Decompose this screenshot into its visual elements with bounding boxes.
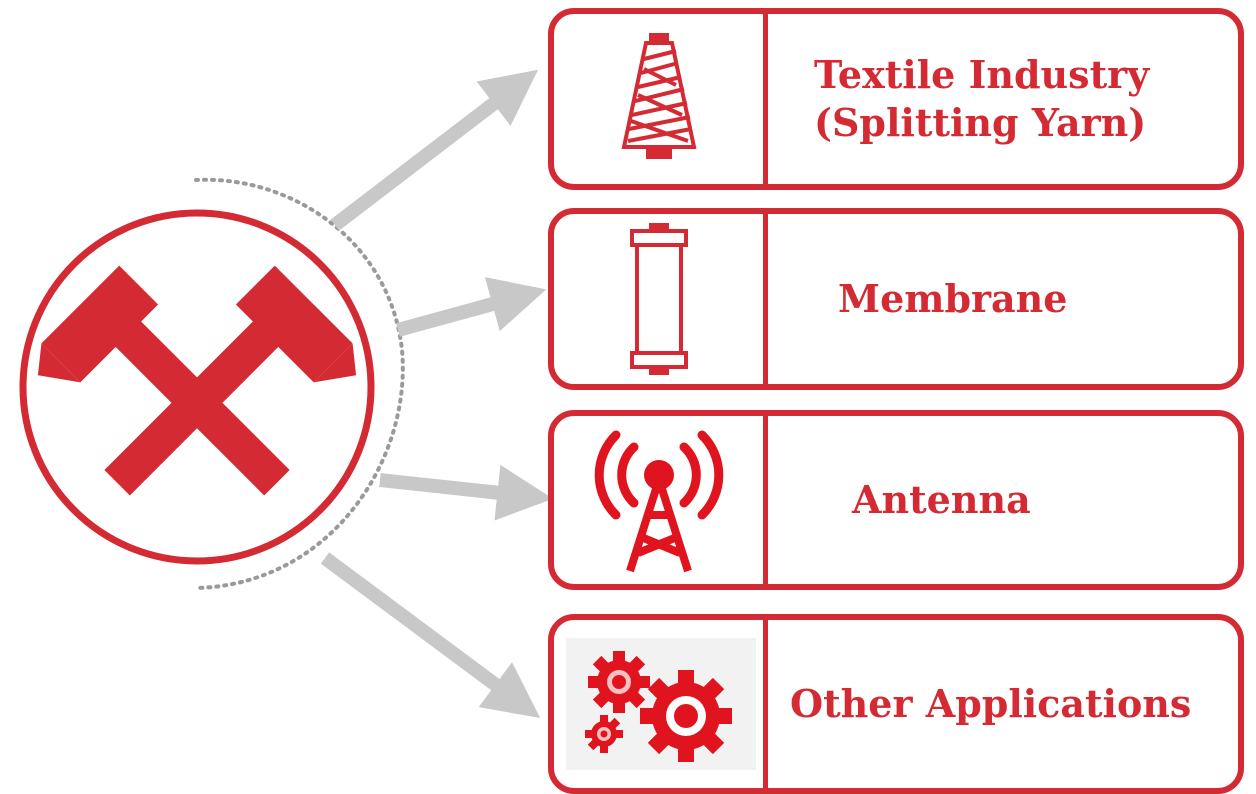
dotted-arc (194, 177, 405, 590)
arrow-to-membrane (396, 277, 547, 337)
application-label-antenna: Antenna (852, 477, 1031, 522)
application-box-membrane: Membrane (548, 208, 1244, 390)
application-label-membrane: Membrane (838, 276, 1068, 321)
box-divider (763, 214, 768, 384)
application-label-cell: Antenna (768, 416, 1238, 584)
arrow-to-antenna (379, 464, 554, 521)
application-icon-cell (554, 416, 763, 584)
arrow-to-textile (330, 69, 539, 231)
application-box-textile: Textile Industry (Splitting Yarn) (548, 8, 1244, 190)
yarn-cone-icon (621, 33, 696, 159)
application-box-other: Other Applications (548, 614, 1244, 794)
antenna-tower-icon (594, 430, 723, 573)
gears-icon (585, 651, 732, 762)
box-divider (763, 14, 768, 184)
application-icon-cell (554, 214, 763, 384)
box-divider (763, 620, 768, 788)
application-box-antenna: Antenna (548, 410, 1244, 590)
application-label-textile: Textile Industry (Splitting Yarn) (814, 52, 1150, 145)
crossed-hammers-icon (37, 265, 357, 496)
box-divider (763, 416, 768, 584)
application-label-cell: Membrane (768, 214, 1238, 384)
application-label-other: Other Applications (790, 681, 1192, 726)
application-icon-cell (554, 14, 763, 184)
arrow-to-other (320, 552, 541, 719)
application-icon-cell (566, 638, 756, 770)
application-label-cell: Other Applications (768, 620, 1238, 788)
application-label-cell: Textile Industry (Splitting Yarn) (768, 14, 1238, 184)
membrane-roll-icon (629, 223, 688, 375)
